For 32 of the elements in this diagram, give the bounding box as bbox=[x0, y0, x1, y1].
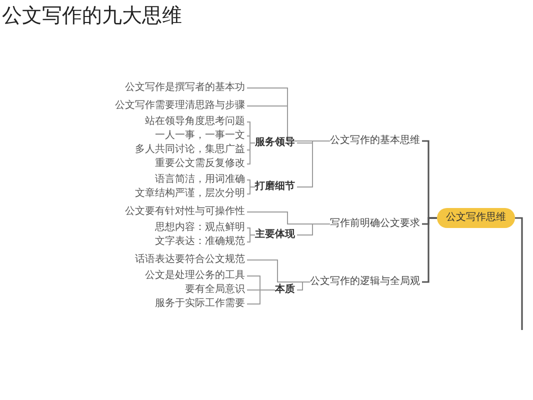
leaf-text: 公文写作需要理清思路与步骤 bbox=[115, 100, 245, 112]
branch-topic: 公文写作的逻辑与全局观 bbox=[310, 276, 420, 288]
leaf-text: 服务于实际工作需要 bbox=[155, 298, 245, 310]
branch-topic: 写作前明确公文要求 bbox=[330, 218, 420, 230]
connector-line bbox=[296, 224, 330, 236]
subtopic: 本质 bbox=[275, 284, 295, 296]
connector-line bbox=[246, 186, 256, 194]
subtopic: 主要体现 bbox=[255, 229, 295, 241]
subtopic: 打磨细节 bbox=[255, 181, 295, 193]
leaf-text: 公文写作是撰写者的基本功 bbox=[125, 82, 245, 94]
leaf-text: 文字表达：准确规范 bbox=[155, 236, 245, 248]
leaf-text: 站在领导角度思考问题 bbox=[145, 116, 245, 128]
connector-line bbox=[246, 290, 276, 304]
connector-line bbox=[515, 217, 523, 330]
connector-line bbox=[246, 234, 256, 242]
connector-line bbox=[246, 142, 256, 164]
leaf-text: 多人共同讨论，集思广益 bbox=[135, 144, 245, 156]
title: 公文写作的九大思维 bbox=[2, 2, 182, 29]
connector-line bbox=[296, 282, 310, 290]
subtopic: 服务领导 bbox=[255, 137, 295, 149]
leaf-text: 要有全局意识 bbox=[185, 284, 245, 296]
leaf-text: 公文是处理公务的工具 bbox=[145, 270, 245, 282]
leaf-text: 话语表达要符合公文规范 bbox=[135, 254, 245, 266]
leaf-text: 重要公文需反复修改 bbox=[155, 158, 245, 170]
leaf-text: 公文要有针对性与可操作性 bbox=[125, 206, 245, 218]
leaf-text: 一人一事，一事一文 bbox=[155, 130, 245, 142]
connector-line bbox=[422, 217, 437, 283]
leaf-text: 语言简洁，用词准确 bbox=[155, 174, 245, 186]
leaf-text: 思想内容：观点鲜明 bbox=[155, 222, 245, 234]
branch-topic: 公文写作的基本思维 bbox=[330, 135, 420, 147]
central-topic: 公文写作思维 bbox=[437, 208, 515, 228]
leaf-text: 文章结构严谨，层次分明 bbox=[135, 188, 245, 200]
